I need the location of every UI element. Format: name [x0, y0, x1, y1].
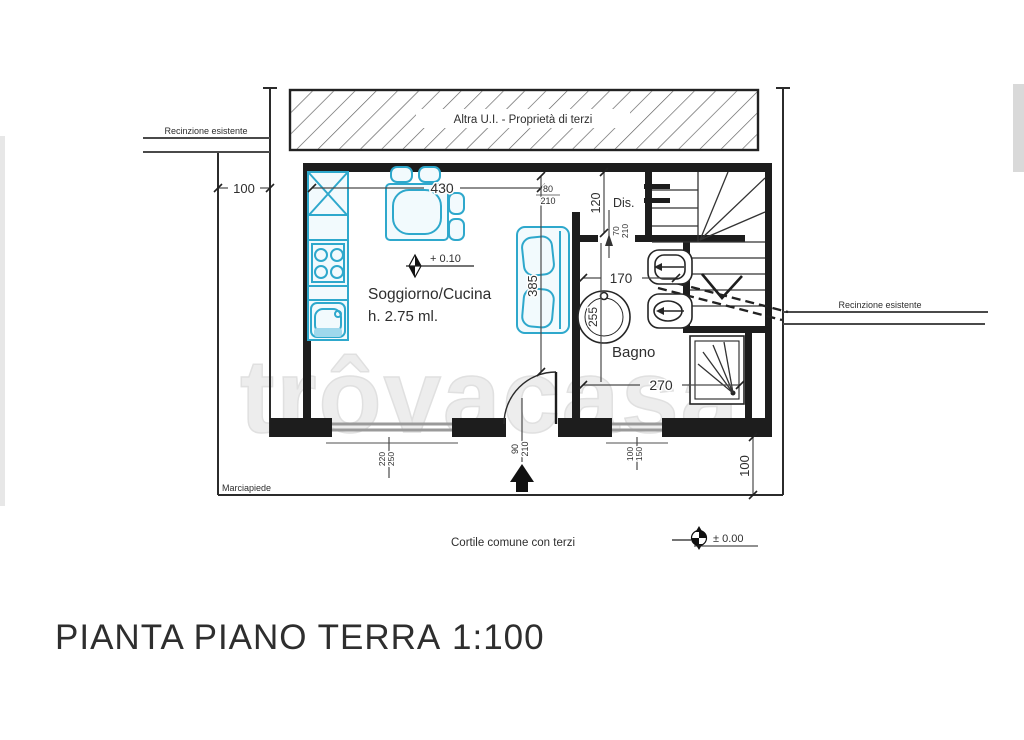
hallway-label: Dis.	[613, 196, 635, 210]
cushion	[521, 235, 555, 277]
dim-entrance-h: 210	[520, 441, 530, 456]
neighbor-unit: Altra U.I. - Proprietà di terzi	[288, 88, 760, 152]
handrail-mark	[644, 198, 670, 203]
dim-dis-depth: 120	[589, 193, 603, 214]
kitchen-counter	[307, 171, 349, 341]
dim-entrance-w: 90	[510, 444, 520, 454]
dim-window-living-h: 250	[386, 452, 396, 466]
sink	[310, 302, 346, 338]
door-swing-arrow	[605, 234, 613, 246]
chair	[418, 166, 441, 183]
label-backing	[416, 109, 630, 128]
dining-table	[385, 166, 465, 241]
dim-door-living-w: 80	[543, 184, 553, 194]
dim-living-depth: 385	[525, 275, 540, 297]
washbasin	[577, 290, 631, 344]
fence-right-label: Recinzione esistente	[838, 300, 921, 310]
chair	[448, 218, 465, 241]
dim-right-offset: 100	[737, 455, 752, 477]
sidewalk-label: Marciapiede	[222, 483, 271, 493]
cushion	[521, 287, 555, 329]
level-outer-label: ± 0.00	[713, 533, 744, 545]
stair-direction-arrow	[701, 273, 743, 300]
fence-left-label: Recinzione esistente	[164, 126, 247, 136]
dim-left-offset: 100	[233, 181, 255, 196]
bathroom-label: Bagno	[612, 344, 655, 361]
toilet	[647, 249, 693, 285]
dim-window-bath-w: 100	[625, 447, 635, 461]
living-room-label: Soggiorno/Cucina	[368, 286, 492, 303]
dim-window-bath-h: 150	[634, 447, 644, 461]
bidet	[647, 293, 693, 329]
dimensions: 100 430 385 120 255 170 270	[213, 167, 758, 500]
dim-door-bath-h: 210	[620, 224, 630, 238]
courtyard-label: Cortile comune con terzi	[451, 537, 575, 549]
neighbor-unit-label: Altra U.I. - Proprietà di terzi	[454, 114, 593, 126]
dim-living-width: 430	[430, 180, 454, 196]
room-labels: Soggiorno/Cucina h. 2.75 ml. Dis. Bagno …	[222, 195, 657, 550]
handrail-mark	[644, 184, 670, 189]
window-living	[326, 422, 458, 444]
level-inner-label: + 0.10	[430, 253, 461, 265]
sofa	[516, 226, 570, 334]
dim-door-bath-w: 70	[611, 226, 621, 236]
ceiling-height-label: h. 2.75 ml.	[368, 308, 438, 325]
title-text: PIANTA PIANO TERRA	[55, 618, 441, 657]
dim-bath-width: 270	[649, 377, 673, 393]
site-boundaries	[217, 87, 790, 496]
scan-edge-left	[0, 136, 5, 506]
dim-door-living-h: 210	[540, 196, 555, 206]
entrance-arrow	[510, 464, 534, 482]
fence-left: Recinzione esistente	[143, 125, 270, 153]
dim-bath-depth: 255	[586, 307, 600, 327]
dim-bath-top-width: 170	[610, 271, 633, 286]
sheet-title: PIANTA PIANO TERRA 1:100	[55, 618, 545, 657]
stair-break-line	[663, 278, 789, 314]
chair	[448, 192, 465, 215]
stove	[311, 243, 345, 283]
dim-window-living-w: 220	[377, 452, 387, 466]
level-marker-inner: + 0.10	[406, 252, 474, 279]
scan-edge-right	[1013, 84, 1024, 172]
staircase	[644, 171, 789, 322]
fence-right: Recinzione esistente	[783, 299, 988, 325]
entrance-door	[503, 371, 558, 425]
chair	[390, 166, 413, 183]
watermark-text: trôvacasa	[240, 339, 740, 455]
level-marker-outer: ± 0.00	[672, 526, 758, 550]
title-scale: 1:100	[452, 618, 545, 657]
shower	[689, 335, 745, 405]
